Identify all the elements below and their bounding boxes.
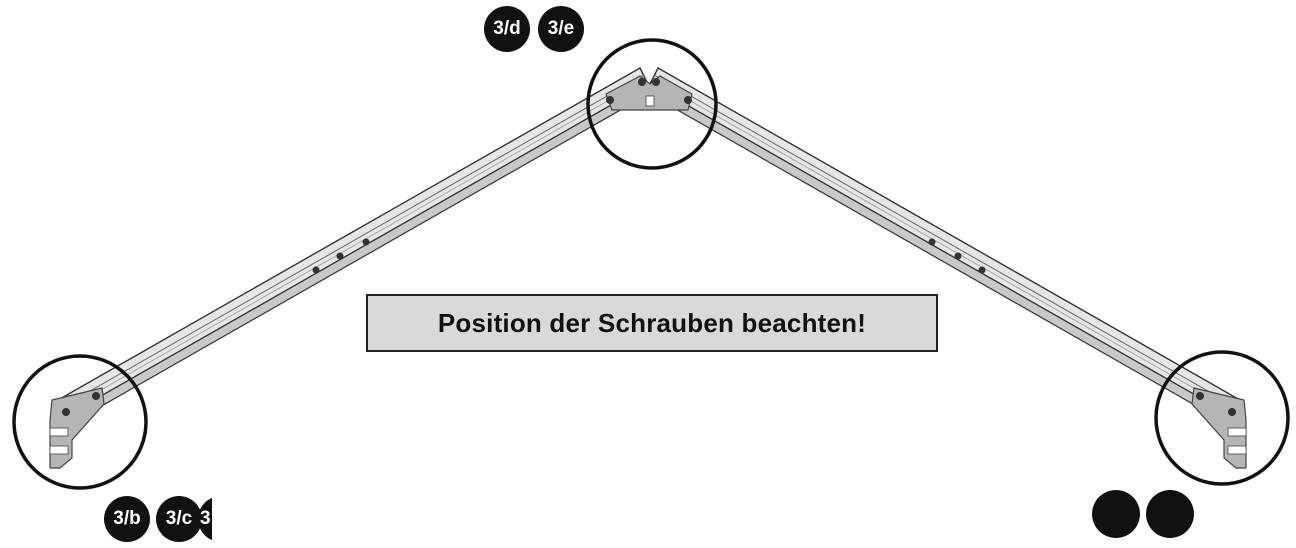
blank-badge-2 bbox=[1146, 490, 1194, 538]
ridge-connector-plate bbox=[605, 75, 693, 111]
left-foot-bracket bbox=[49, 387, 105, 469]
step-badge-3-partial-label: 3 bbox=[200, 508, 211, 529]
detail-circle-right-foot bbox=[1154, 350, 1290, 486]
instruction-box: Position der Schrauben beachten! bbox=[366, 294, 938, 352]
step-badge-3-partial: 3 bbox=[198, 496, 212, 542]
step-badge-3b-label: 3/b bbox=[113, 508, 141, 529]
screws bbox=[62, 78, 1236, 416]
right-foot-bracket bbox=[1191, 387, 1247, 469]
right-rafter bbox=[645, 67, 1241, 425]
blank-badge-1 bbox=[1092, 490, 1140, 538]
left-rafter bbox=[57, 67, 653, 425]
step-badge-3e-label: 3/e bbox=[547, 18, 575, 39]
step-badge-3c: 3/c bbox=[156, 496, 202, 542]
step-badge-3d-label: 3/d bbox=[493, 18, 521, 39]
step-badge-3b: 3/b bbox=[104, 496, 150, 542]
step-badge-3d: 3/d bbox=[484, 6, 530, 52]
detail-circle-left-foot bbox=[12, 354, 148, 490]
step-badge-3c-label: 3/c bbox=[165, 508, 193, 529]
step-badge-3e: 3/e bbox=[538, 6, 584, 52]
instruction-text: Position der Schrauben beachten! bbox=[437, 307, 867, 338]
detail-circle-ridge bbox=[586, 38, 718, 170]
